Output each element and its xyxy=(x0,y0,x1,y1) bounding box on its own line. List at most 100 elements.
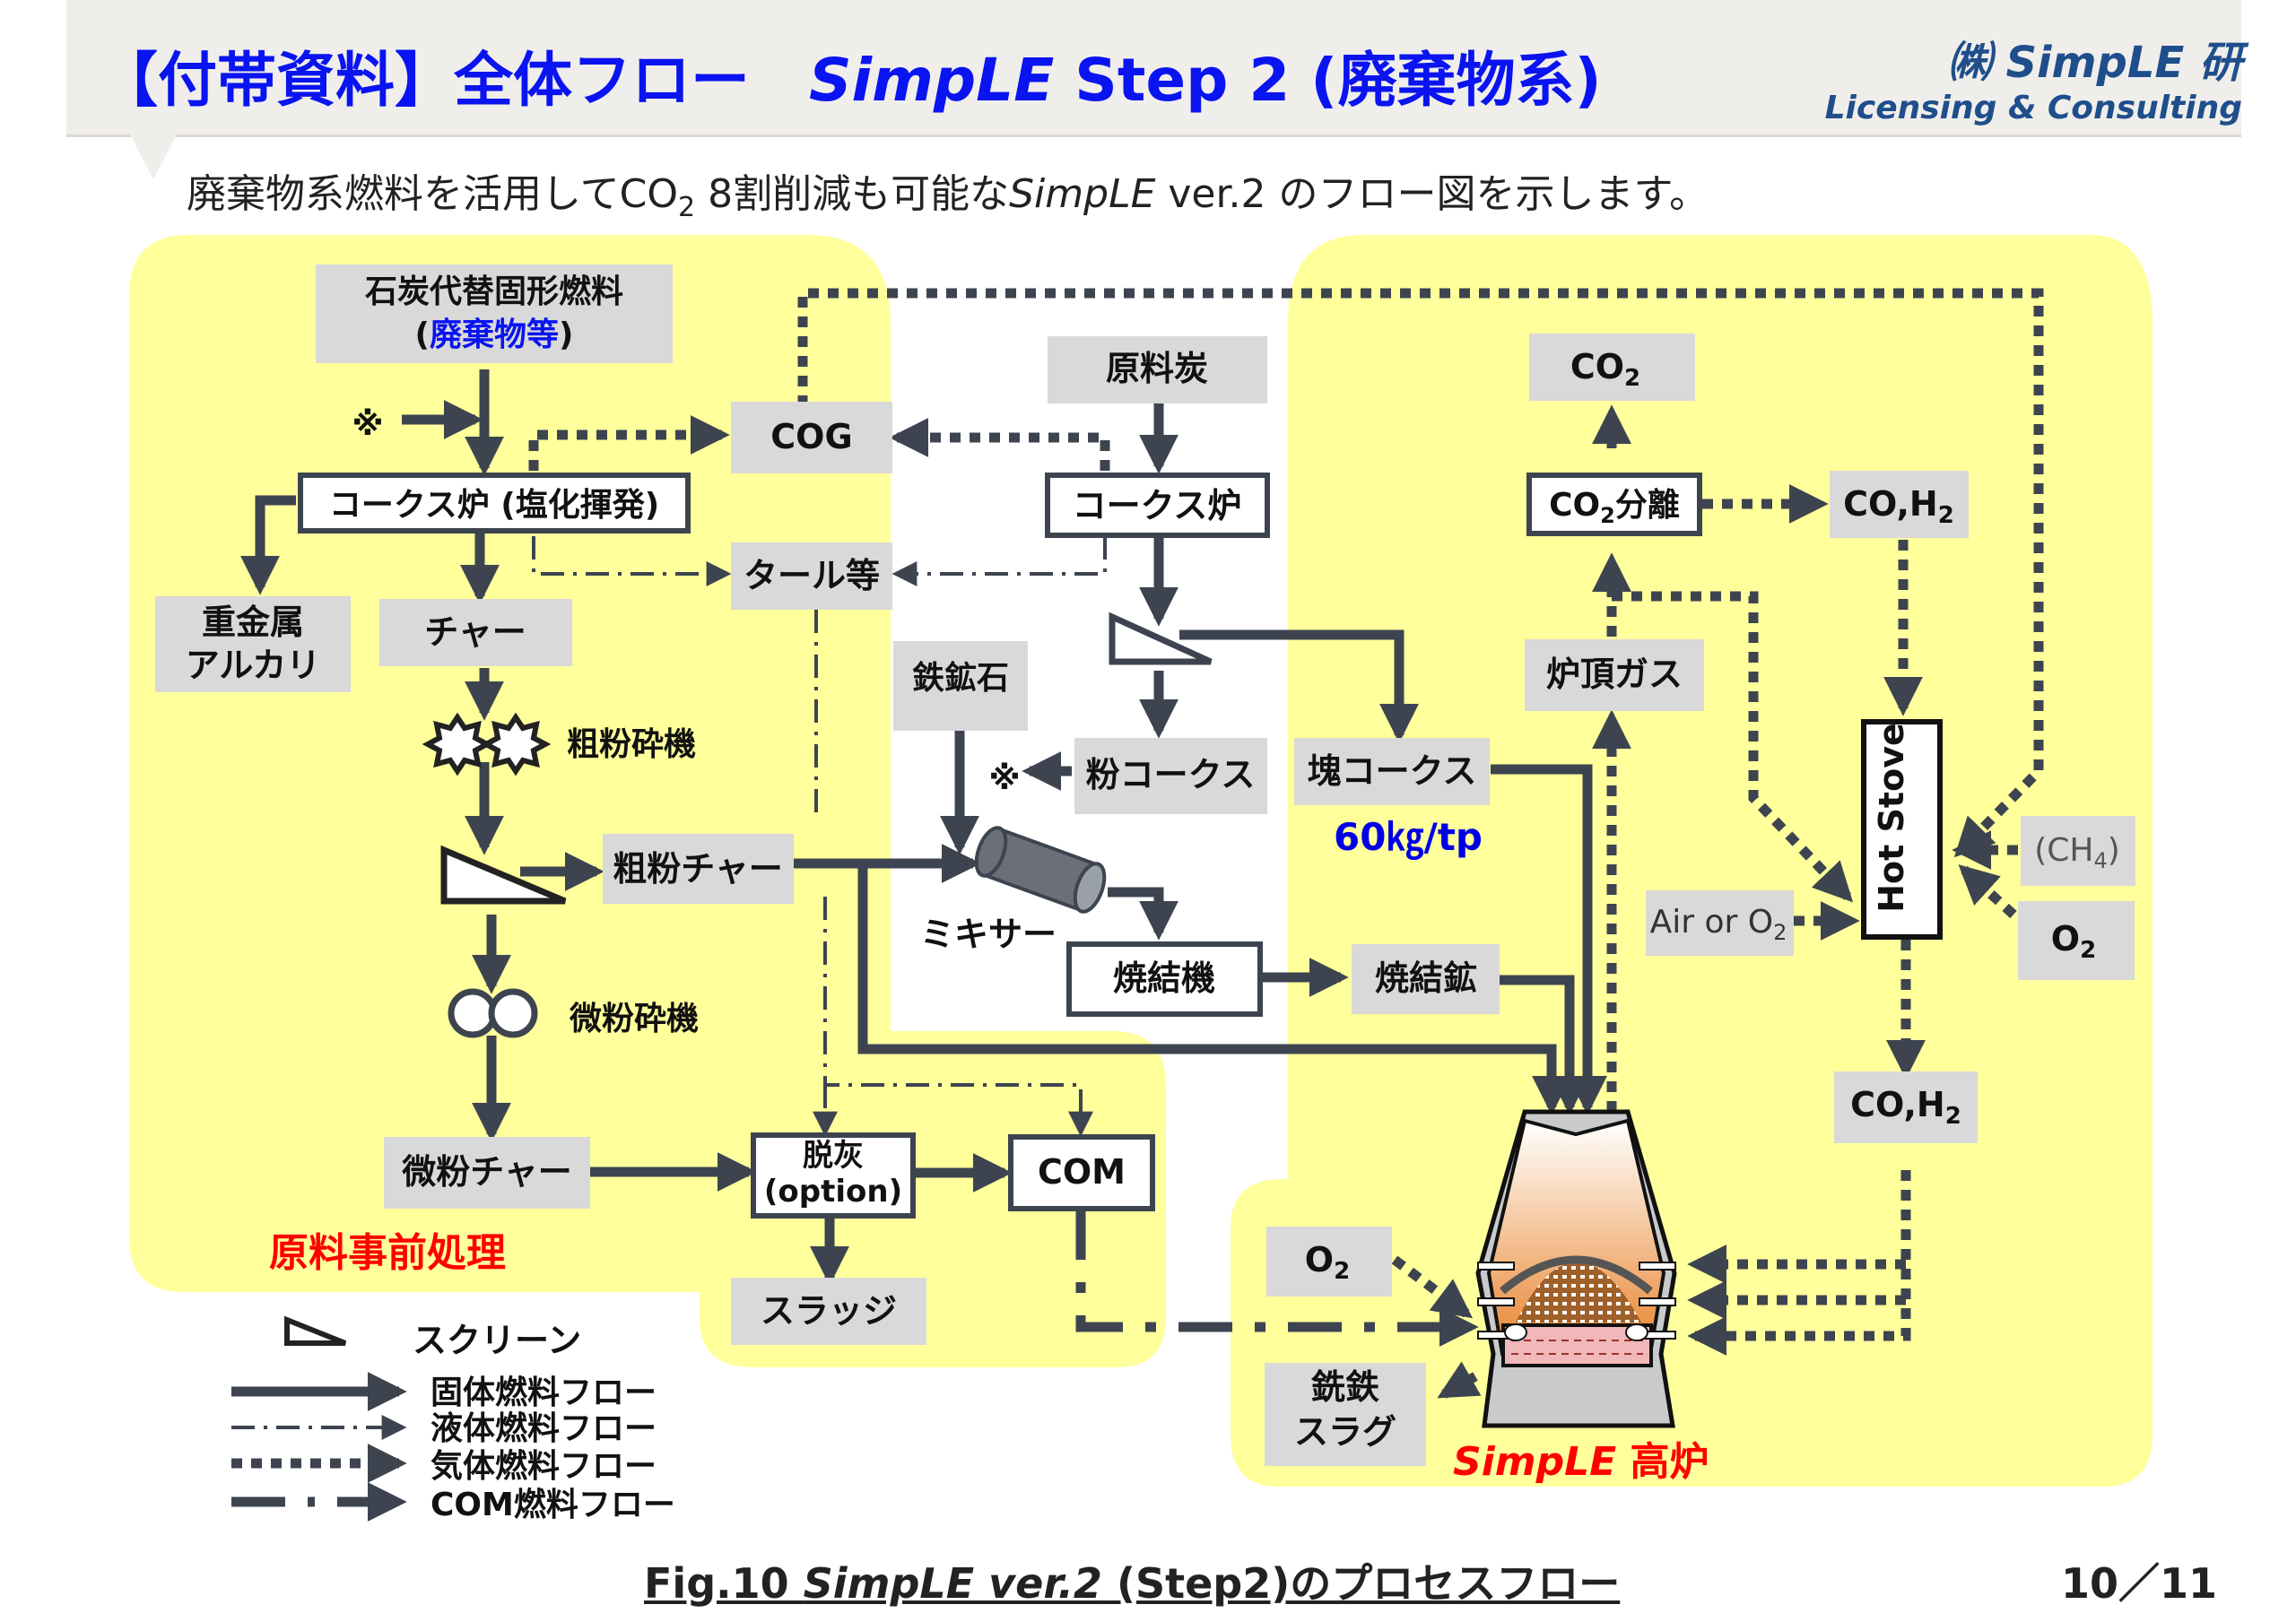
box-coarse-char xyxy=(603,834,794,904)
caption-suffix: (Step2)のプロセスフロー xyxy=(1101,1559,1621,1608)
label-heavy-metal: 重金属 xyxy=(202,603,304,642)
label-co2-separation: CO2分離 xyxy=(1549,487,1680,528)
subtitle-part1: 廃棄物系燃料を活用してCO xyxy=(187,171,679,217)
label-alkali: アルカリ xyxy=(186,646,320,685)
label-co-h2-bottom: CO,H2 xyxy=(1850,1085,1961,1130)
box-co-h2-top xyxy=(1830,471,1969,538)
header-band xyxy=(66,0,2241,137)
label-fine-coke: 粉コークス xyxy=(1086,755,1256,794)
box-o2-furnace xyxy=(1266,1227,1392,1297)
blast-furnace-icon xyxy=(1475,1109,1677,1428)
label-com: COM xyxy=(1038,1152,1126,1192)
flow-tar-to-com xyxy=(823,897,1093,1137)
label-sludge: スラッジ xyxy=(761,1291,897,1331)
label-co-h2-top: CO,H2 xyxy=(1843,484,1954,529)
coarse-crusher-icon xyxy=(422,712,552,776)
label-slag: スラグ xyxy=(1294,1412,1396,1452)
box-lump-coke xyxy=(1294,738,1490,805)
brand-tagline: Licensing & Consulting xyxy=(1824,90,2242,126)
box-o2-hotstove xyxy=(2018,901,2135,980)
box-hot-stove xyxy=(1861,719,1943,940)
label-coking-coal: 原料炭 xyxy=(1106,349,1208,388)
label-solid-fuel-sub: (廃棄物等) xyxy=(415,317,574,353)
label-iron-ore: 鉄鉱石 xyxy=(912,659,1009,697)
flow-mixer-to-sinter xyxy=(1108,887,1178,941)
flow-sinterore-to-furnace xyxy=(1500,975,1589,1115)
label-fine-char: 微粉チャー xyxy=(401,1152,572,1192)
flow-coke-oven2-to-cog xyxy=(889,418,1110,471)
figure-caption: Fig.10 SimpLE ver.2 (Step2)のプロセスフロー xyxy=(644,1551,1620,1610)
box-co2-separation xyxy=(1526,473,1702,536)
gas-flows xyxy=(528,288,2044,1356)
brand-name: ㈱ SimpLE 研 xyxy=(1947,38,2242,88)
flow-o2-to-furnace xyxy=(1391,1255,1474,1319)
box-sinter-ore xyxy=(1352,944,1500,1014)
box-ch4 xyxy=(2021,816,2135,886)
title-prefix: 【付帯資料】全体フロー xyxy=(99,46,809,115)
box-char xyxy=(379,599,572,666)
label-pretreatment-region: 原料事前処理 xyxy=(269,1230,506,1276)
subtitle: 廃棄物系燃料を活用してCO2 8割削減も可能なSimpLE ver.2 のフロー… xyxy=(187,161,1709,223)
brand-logo: ㈱ SimpLE 研 Licensing & Consulting xyxy=(1825,27,2242,126)
label-pig-iron: 銑鉄 xyxy=(1310,1367,1379,1407)
box-iron-ore xyxy=(893,641,1028,731)
legend-com-label: COM燃料フロー xyxy=(430,1487,675,1523)
legend-solid-label: 固体燃料フロー xyxy=(430,1375,657,1411)
box-pig-iron xyxy=(1265,1363,1426,1466)
title-italic: SimpLE xyxy=(809,46,1055,115)
legend: スクリーン 固体燃料フロー 液体燃料フロー 気体燃料フロー COM燃料フロー xyxy=(231,1315,675,1523)
mixer-icon xyxy=(974,826,1107,914)
fine-crusher-icon xyxy=(448,988,538,1038)
flow-topgas-to-hotstove xyxy=(1612,591,1854,903)
subtitle-part2: 8割削減も可能な xyxy=(695,171,1010,217)
label-sinter-machine: 焼結機 xyxy=(1113,958,1215,998)
caption-prefix: Fig.10 xyxy=(644,1559,804,1608)
label-coarse-char: 粗粉チャー xyxy=(613,849,783,889)
label-fine-crusher: 微粉砕機 xyxy=(569,1001,699,1037)
caption-italic: SimpLE ver.2 xyxy=(803,1559,1102,1608)
label-air-o2: Air or O2 xyxy=(1650,904,1787,945)
flow-coh2-to-tuyere3 xyxy=(1687,1170,1911,1356)
page-number: 10／11 xyxy=(2061,1559,2218,1608)
box-top-gas xyxy=(1525,639,1704,711)
box-solid-fuel xyxy=(316,265,673,363)
legend-liquid-label: 液体燃料フロー xyxy=(430,1410,657,1447)
box-sinter-machine xyxy=(1066,941,1263,1017)
label-lump-coke-rate: 60㎏/tp xyxy=(1334,815,1483,861)
solid-flows xyxy=(240,369,1607,1399)
note-mark-2: ※ xyxy=(989,760,1021,797)
region-blast-furnace xyxy=(1231,235,2152,1487)
box-deash xyxy=(751,1132,916,1219)
box-coke-oven-chlorination xyxy=(298,473,691,533)
flow-coke-oven-to-cog xyxy=(528,415,730,471)
title-suffix: Step 2 (廃棄物系) xyxy=(1054,46,1602,115)
subtitle-sub: 2 xyxy=(678,191,696,223)
liquid-flows xyxy=(532,536,1107,1137)
flow-com-to-furnace xyxy=(1075,1206,1479,1347)
box-fine-coke xyxy=(1074,738,1267,814)
label-co2: CO2 xyxy=(1570,347,1640,392)
flow-screen-to-lump xyxy=(1179,629,1419,743)
label-solid-fuel: 石炭代替固形燃料 xyxy=(365,273,623,310)
label-coke-oven-chlorination: コークス炉 (塩化揮発) xyxy=(329,487,659,524)
legend-gas-label: 気体燃料フロー xyxy=(430,1448,657,1485)
note-mark-1: ※ xyxy=(352,406,384,443)
label-ch4: (CH4) xyxy=(2034,832,2120,873)
flow-coke-oven2-to-tar xyxy=(891,536,1107,586)
subtitle-part3: ver.2 のフロー図を示します。 xyxy=(1155,171,1709,217)
box-co2 xyxy=(1529,334,1695,401)
subtitle-italic: SimpLE xyxy=(1009,171,1156,217)
box-cog xyxy=(731,402,892,473)
label-tar: タール等 xyxy=(744,556,880,595)
box-coking-coal xyxy=(1048,336,1267,403)
legend-screen-label: スクリーン xyxy=(413,1321,581,1360)
label-o2-hotstove: O2 xyxy=(2051,919,2096,964)
label-coarse-crusher: 粗粉砕機 xyxy=(567,726,696,763)
box-tar xyxy=(731,542,892,610)
label-cog: COG xyxy=(770,417,852,456)
box-air-o2 xyxy=(1646,890,1794,956)
label-hot-stove: Hot Stove xyxy=(1872,723,1911,913)
label-simple-furnace: SimpLE 高炉 xyxy=(1453,1439,1709,1485)
box-co-h2-bottom xyxy=(1834,1071,1978,1143)
